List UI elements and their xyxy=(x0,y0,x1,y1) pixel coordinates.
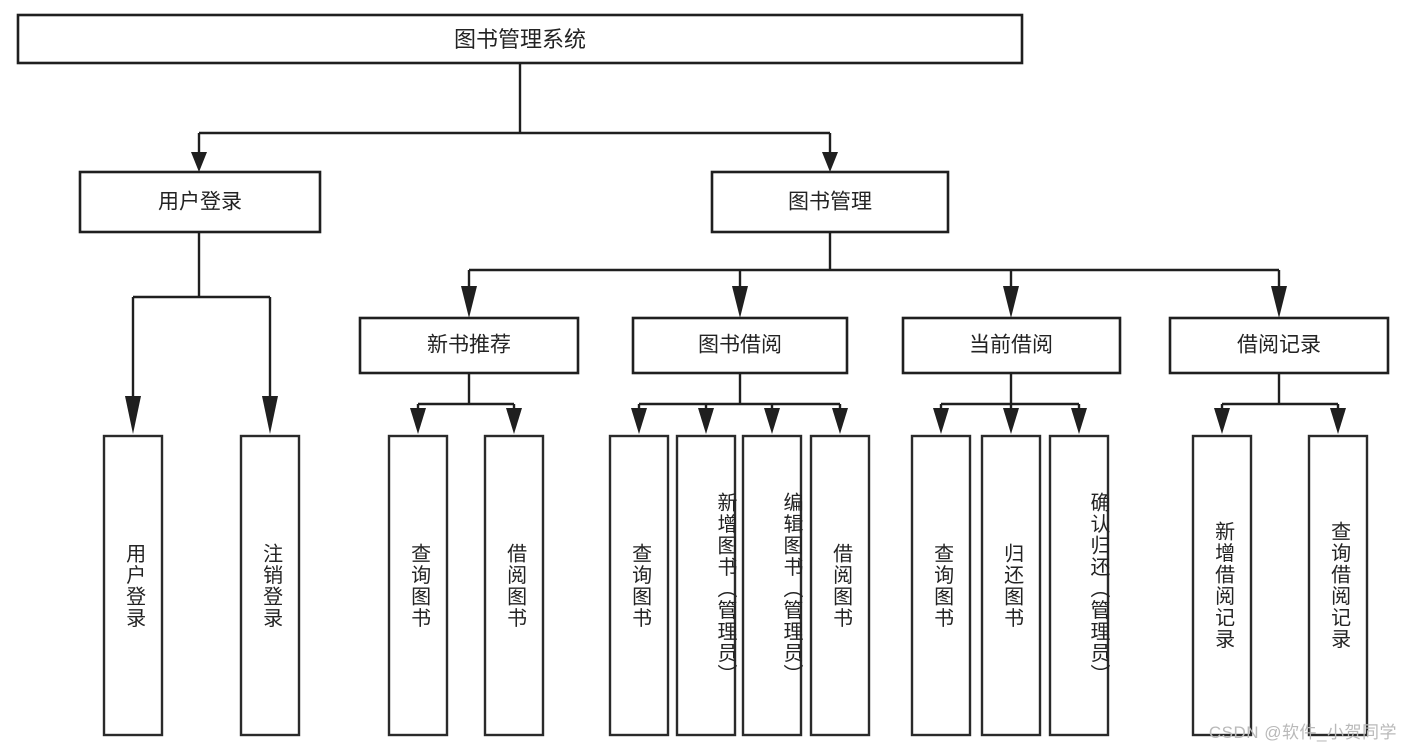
node-current-borrow-label: 当前借阅 xyxy=(969,334,1053,357)
leaf-box-edit-book-admin[interactable] xyxy=(741,434,803,737)
arrowhead-currentborrow-leaf2 xyxy=(1003,408,1019,434)
node-root-box[interactable] xyxy=(16,13,1024,65)
arrowhead-borrowrecords-leaf2 xyxy=(1330,408,1346,434)
node-root[interactable]: 图书管理系统 xyxy=(16,13,1024,65)
arrowhead-currentborrow-leaf3 xyxy=(1071,408,1087,434)
arrowhead-book-borrow xyxy=(732,286,748,318)
leaf-box-borrow-book-recommend[interactable] xyxy=(483,434,545,737)
leaf-box-query-book-borrow[interactable] xyxy=(608,434,670,737)
leaf-box-confirm-return-admin[interactable] xyxy=(1048,434,1110,737)
node-book-management-box[interactable] xyxy=(710,170,950,234)
node-book-borrow-label: 图书借阅 xyxy=(698,334,782,357)
leaf-box-user-login[interactable] xyxy=(102,434,164,737)
arrowhead-leaf-logout xyxy=(262,396,278,434)
arrowhead-book-mgmt xyxy=(822,152,838,172)
leaf-box-logout[interactable] xyxy=(239,434,301,737)
arrowhead-new-book xyxy=(461,286,477,318)
node-user-login-label: 用户登录 xyxy=(158,191,242,214)
node-new-book-recommend[interactable]: 新书推荐 xyxy=(358,316,580,375)
watermark-text: CSDN @软件_小贺同学 xyxy=(1208,723,1397,742)
leaf-box-add-book-admin[interactable] xyxy=(675,434,737,737)
arrowhead-borrowrecords-leaf1 xyxy=(1214,408,1230,434)
node-borrow-records-box[interactable] xyxy=(1168,316,1390,375)
node-borrow-records[interactable]: 借阅记录 xyxy=(1168,316,1390,375)
arrowhead-bookborrow-leaf4 xyxy=(832,408,848,434)
connectors-group xyxy=(125,63,1346,434)
leaf-box-query-book-current[interactable] xyxy=(910,434,972,737)
arrowhead-current-borrow xyxy=(1003,286,1019,318)
node-book-borrow[interactable]: 图书借阅 xyxy=(631,316,849,375)
arrowhead-newbook-leaf2 xyxy=(506,408,522,434)
leaf-box-query-borrow-record[interactable] xyxy=(1307,434,1369,737)
node-current-borrow-box[interactable] xyxy=(901,316,1122,375)
node-user-login[interactable]: 用户登录 xyxy=(78,170,322,234)
arrowhead-bookborrow-leaf3 xyxy=(764,408,780,434)
node-book-management-label: 图书管理 xyxy=(788,191,872,214)
node-borrow-records-label: 借阅记录 xyxy=(1237,334,1321,357)
arrowhead-leaf-user-login xyxy=(125,396,141,434)
node-new-book-recommend-label: 新书推荐 xyxy=(427,334,511,357)
arrowhead-user-login xyxy=(191,152,207,172)
node-user-login-box[interactable] xyxy=(78,170,322,234)
node-book-management[interactable]: 图书管理 xyxy=(710,170,950,234)
node-current-borrow[interactable]: 当前借阅 xyxy=(901,316,1122,375)
node-new-book-recommend-box[interactable] xyxy=(358,316,580,375)
arrowhead-borrow-records xyxy=(1271,286,1287,318)
leaf-box-add-borrow-record[interactable] xyxy=(1191,434,1253,737)
leaf-box-return-book[interactable] xyxy=(980,434,1042,737)
arrowhead-currentborrow-leaf1 xyxy=(933,408,949,434)
leaf-box-query-book-recommend[interactable] xyxy=(387,434,449,737)
leaf-box-borrow-book[interactable] xyxy=(809,434,871,737)
node-root-label: 图书管理系统 xyxy=(454,27,586,52)
node-book-borrow-box[interactable] xyxy=(631,316,849,375)
arrowhead-bookborrow-leaf2 xyxy=(698,408,714,434)
arrowhead-newbook-leaf1 xyxy=(410,408,426,434)
arrowhead-bookborrow-leaf1 xyxy=(631,408,647,434)
